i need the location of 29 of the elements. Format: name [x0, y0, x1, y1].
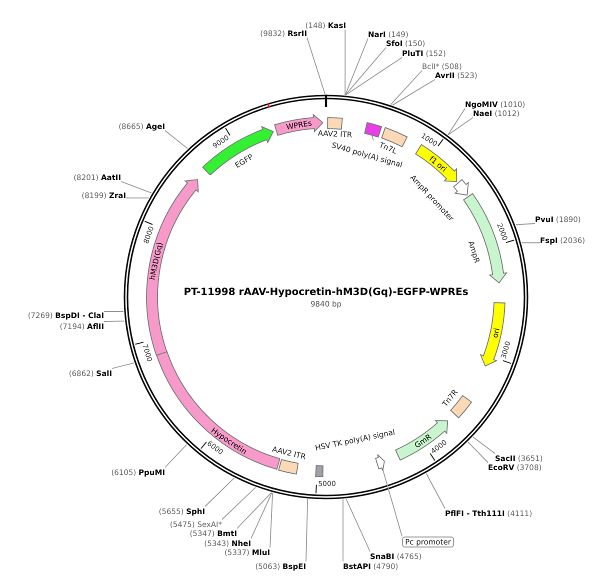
leader-line	[390, 70, 422, 106]
leader-line	[392, 79, 436, 106]
leader-line	[344, 38, 368, 96]
leader-line	[448, 117, 474, 136]
leader-line	[104, 311, 124, 312]
leader-line	[472, 436, 496, 454]
leader-line	[306, 498, 308, 562]
leader-line	[104, 320, 125, 322]
leader-line	[164, 130, 188, 149]
leader-line	[236, 492, 272, 529]
leader-line	[426, 473, 446, 509]
leader-line	[345, 57, 402, 96]
leader-line	[515, 223, 536, 226]
leader-line	[112, 362, 134, 369]
leader-line	[306, 37, 326, 94]
leader-line	[342, 498, 344, 562]
leader-line	[521, 242, 540, 244]
leader-line	[346, 498, 370, 552]
leader-line	[222, 486, 256, 520]
leader-line	[164, 444, 188, 468]
leader-line	[448, 108, 466, 136]
leader-line	[250, 492, 272, 539]
leader-line	[344, 29, 346, 96]
leader-line	[204, 478, 235, 507]
leader-line	[270, 492, 274, 548]
leader-line	[468, 442, 488, 463]
leader-line	[345, 47, 386, 96]
map-title: PT-11998 rAAV-Hypocretin-hM3D(Gq)-EGFP-WPREs	[184, 287, 468, 299]
leader-line	[120, 181, 152, 194]
